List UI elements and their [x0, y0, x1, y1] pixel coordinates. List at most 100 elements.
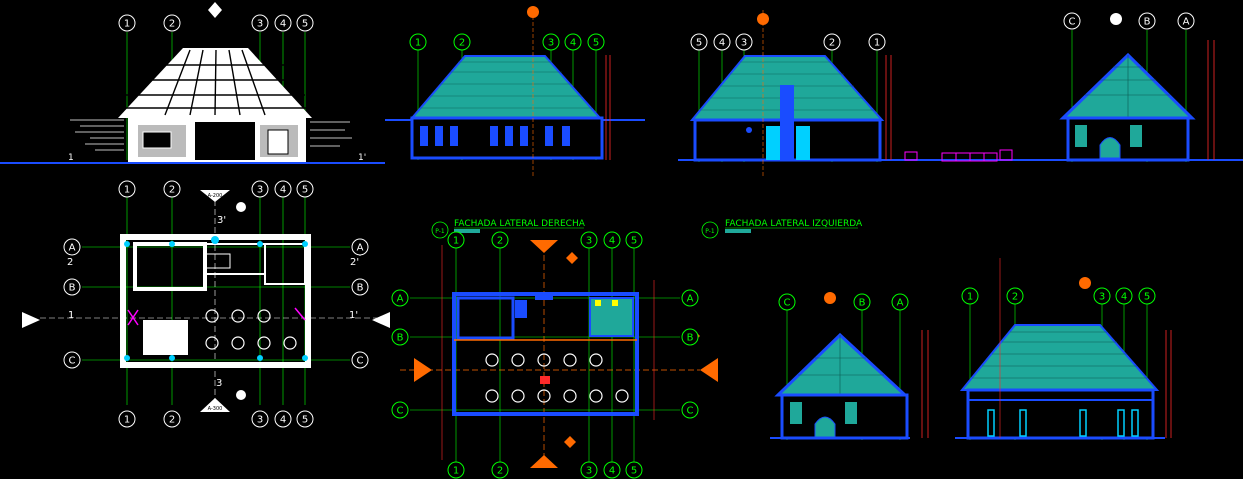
axis-bubble-plan2-top-label: 1 [453, 236, 459, 247]
axis-bubble-plan-row-right: B [351, 278, 369, 296]
axis-bubble-section-long-label: 5 [1144, 292, 1150, 303]
axis-bubble-plan2-top: 4 [603, 231, 621, 249]
axis-bubble-plan-bottom: 5 [296, 410, 314, 428]
axis-bubble-plan-row-left: B [63, 278, 81, 296]
axis-bubble-plan2-bottom: 5 [625, 461, 643, 479]
axis-bubble-end-label: C [1069, 17, 1076, 28]
axis-bubble-section-end-label: B [859, 298, 866, 309]
axis-bubble-front: 5 [296, 14, 314, 32]
axis-bubble-plan-top-label: 3 [257, 185, 263, 196]
axis-bubble-plan2-row-right: C [681, 401, 699, 419]
axis-bubble-left: 2 [823, 33, 841, 51]
axis-bubble-plan-bottom: 3 [251, 410, 269, 428]
axis-bubble-plan-bottom: 2 [163, 410, 181, 428]
axis-bubble-plan-top-label: 2 [169, 185, 175, 196]
section-mark-1-prime: 1' [358, 153, 366, 163]
axis-bubble-front-label: 2 [169, 19, 175, 30]
axis-bubble-section-long-label: 4 [1121, 292, 1127, 303]
axis-bubble-front: 3 [251, 14, 269, 32]
left-facade-code: P-1 [705, 228, 715, 235]
axis-bubble-right-label: 2 [459, 38, 465, 49]
axis-bubble-left: 4 [713, 33, 731, 51]
axis-bubble-plan-bottom-label: 2 [169, 415, 175, 426]
axis-bubble-plan2-top-label: 2 [497, 236, 503, 247]
axis-bubble-plan2-bottom: 4 [603, 461, 621, 479]
axis-bubble-section-end: C [778, 293, 796, 311]
axis-bubble-end: C [1063, 12, 1081, 30]
axis-bubble-plan-top: 4 [274, 180, 292, 198]
section-flag-icon [414, 358, 432, 382]
axis-bubble-right: 2 [453, 33, 471, 51]
axis-bubble-plan2-bottom-label: 4 [609, 466, 615, 477]
axis-bubble-plan-top-label: 4 [280, 185, 286, 196]
axis-bubble-plan2-bottom-label: 1 [453, 466, 459, 477]
axis-bubble-plan-bottom-label: 3 [257, 415, 263, 426]
axis-bubble-plan2-row-left: A [391, 289, 409, 307]
axis-bubble-plan2-bottom: 1 [447, 461, 465, 479]
axis-bubble-section-end-label: A [897, 298, 904, 309]
section-mark-3-prime: 3' [217, 215, 226, 226]
north-arrow-icon [208, 2, 222, 18]
axis-bubble-right: 5 [587, 33, 605, 51]
axis-bubble-left-label: 2 [829, 38, 835, 49]
axis-bubble-plan-top: 3 [251, 180, 269, 198]
section-flag-icon [530, 240, 558, 253]
north-arrow-icon [527, 6, 539, 18]
axis-bubble-plan-row-left: A [63, 238, 81, 256]
long-section [955, 258, 1172, 440]
axis-bubble-left: 1 [868, 33, 886, 51]
axis-bubble-end-label: A [1183, 17, 1190, 28]
axis-bubble-left-label: 5 [696, 38, 702, 49]
axis-bubble-front-label: 5 [302, 19, 308, 30]
axis-bubble-plan2-bottom-label: 3 [586, 466, 592, 477]
axis-bubble-right: 1 [409, 33, 427, 51]
axis-bubble-left: 5 [690, 33, 708, 51]
axis-bubble-front: 1 [118, 14, 136, 32]
right-elevation [385, 6, 645, 178]
axis-bubble-plan-row-left-label: C [69, 356, 76, 367]
axis-bubble-section-long: 3 [1093, 287, 1111, 305]
section-sheet-b: A-300 [208, 406, 223, 412]
axis-bubble-front: 2 [163, 14, 181, 32]
north-arrow-icon [757, 13, 769, 25]
axis-bubble-section-long: 4 [1115, 287, 1133, 305]
axis-bubble-section-long-label: 1 [967, 292, 973, 303]
axis-bubble-plan2-row-right-label: C [687, 406, 694, 417]
axis-bubble-plan-row-right: A [351, 238, 369, 256]
north-arrow-icon [1079, 277, 1091, 289]
axis-bubble-plan2-row-right: A [681, 289, 699, 307]
plan-section-mark-1: 1 [68, 310, 74, 321]
axis-bubble-end: B [1138, 12, 1156, 30]
axis-bubble-section-end-label: C [784, 298, 791, 309]
axis-bubble-front-label: 1 [124, 19, 130, 30]
right-facade-title: FACHADA LATERAL DERECHA [454, 219, 586, 229]
axis-bubble-right: 3 [542, 33, 560, 51]
axis-bubble-plan2-row-left: B [391, 328, 409, 346]
front-elevation: 1 1' [0, 2, 385, 164]
axis-bubble-right-label: 1 [415, 38, 421, 49]
north-arrow-icon [824, 292, 836, 304]
axis-bubble-plan-top-label: 5 [302, 185, 308, 196]
axis-bubble-right-label: 4 [570, 38, 576, 49]
left-elevation [678, 10, 1040, 178]
axis-bubble-plan-top-label: 1 [124, 185, 130, 196]
section-sheet-a: A-200 [208, 193, 223, 199]
axis-bubble-plan-top: 1 [118, 180, 136, 198]
axis-bubble-plan2-bottom: 3 [580, 461, 598, 479]
axis-bubble-left-label: 1 [874, 38, 880, 49]
axis-bubble-end: A [1177, 12, 1195, 30]
axis-bubble-section-long-label: 3 [1099, 292, 1105, 303]
axis-bubble-plan2-top: 5 [625, 231, 643, 249]
axis-bubble-left: 3 [735, 33, 753, 51]
axis-bubble-plan2-bottom: 2 [491, 461, 509, 479]
axis-bubble-plan-top: 2 [163, 180, 181, 198]
section-flag-icon [530, 455, 558, 468]
axis-bubble-plan2-row-left: C [391, 401, 409, 419]
axis-bubble-plan2-top-label: 3 [586, 236, 592, 247]
axis-bubble-plan-bottom-label: 5 [302, 415, 308, 426]
section-flag-icon [372, 312, 390, 328]
axis-bubble-left-label: 4 [719, 38, 725, 49]
end-section [770, 292, 929, 440]
